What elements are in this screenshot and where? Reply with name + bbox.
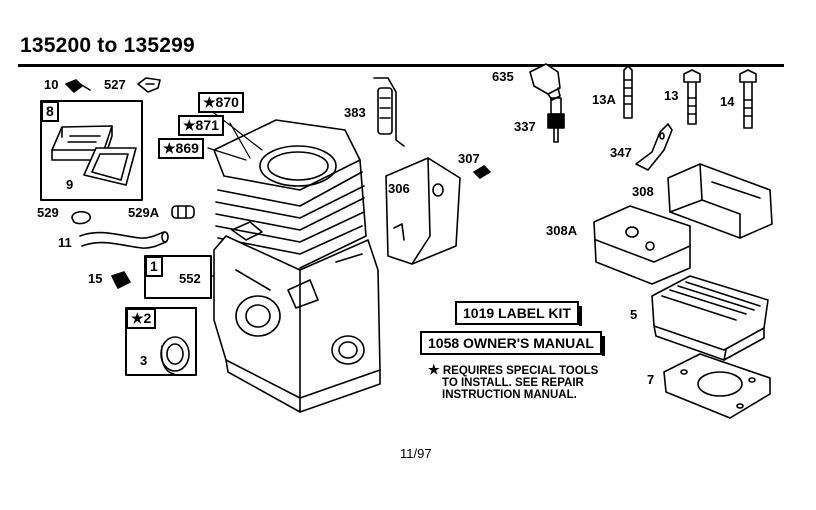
stud-13a-drawing	[623, 65, 633, 119]
page-title: 135200 to 135299	[20, 34, 195, 57]
note-line-1: REQUIRES SPECIAL TOOLS	[442, 365, 599, 377]
part-label-529: 529	[37, 205, 59, 220]
cover-308-drawing	[667, 163, 773, 239]
owners-manual-box: 1058 OWNER'S MANUAL	[420, 331, 605, 357]
part-label-9: 9	[66, 177, 74, 192]
part-label-7: 7	[647, 372, 655, 387]
gasket-9-drawing	[83, 147, 137, 186]
plug-15-drawing	[111, 271, 131, 289]
fitting-529a-drawing	[171, 205, 195, 219]
part-label-306: 306	[388, 181, 410, 196]
coil-383-drawing	[373, 77, 405, 147]
note-line-3: INSTRUCTION MANUAL.	[442, 389, 577, 401]
part-label-383: 383	[344, 105, 366, 120]
part-label-527: 527	[104, 77, 126, 92]
part-label-347: 347	[610, 145, 632, 160]
seal-3-drawing	[160, 336, 190, 375]
part-label-13: 13	[664, 88, 679, 103]
screw-10-drawing	[65, 79, 91, 93]
part-label-14: 14	[720, 94, 735, 109]
spark-plug-337-drawing	[547, 97, 565, 143]
part-label-13a: 13A	[592, 92, 616, 107]
part-label-8: 8	[41, 101, 59, 123]
part-label-308a: 308A	[546, 223, 578, 238]
part-label-5: 5	[630, 307, 638, 322]
plate-308a-drawing	[593, 205, 691, 285]
clip-527-drawing	[137, 77, 161, 93]
part-label-11: 11	[58, 235, 72, 250]
cylinder-block-drawing	[213, 119, 381, 413]
gasket-7-drawing	[663, 353, 771, 419]
part-label-337: 337	[514, 119, 536, 134]
grommet-529-drawing	[71, 210, 91, 225]
bolt-13-drawing	[683, 69, 701, 125]
special-tools-note: ★ REQUIRES SPECIAL TOOLS TO INSTALL. SEE…	[428, 362, 599, 401]
seal-box-frame	[125, 307, 197, 376]
part-label-871: ★871	[178, 115, 224, 137]
page-footer-date: 11/97	[400, 446, 432, 461]
part-label-308: 308	[632, 184, 654, 199]
part-label-552: 552	[179, 271, 201, 286]
part-label-1: 1	[145, 256, 163, 278]
bracket-347-drawing	[635, 123, 673, 171]
part-label-15: 15	[88, 271, 103, 286]
title-rule	[18, 64, 784, 67]
part-label-3: 3	[140, 353, 148, 368]
part-label-870: ★870	[198, 92, 244, 114]
part-label-10: 10	[44, 77, 59, 92]
hose-11-drawing	[79, 231, 169, 249]
label-kit-box: 1019 LABEL KIT	[455, 301, 582, 327]
part-label-307: 307	[458, 151, 480, 166]
head-5-drawing	[651, 275, 769, 361]
screw-307-drawing	[473, 165, 491, 179]
breather-box-frame	[40, 100, 143, 201]
breather-8-drawing	[51, 125, 113, 161]
part-label-635: 635	[492, 69, 514, 84]
bolt-14-drawing	[739, 69, 757, 129]
part-label-529a: 529A	[128, 205, 160, 220]
part-label-2: ★2	[126, 308, 157, 330]
part-label-869: ★869	[158, 138, 204, 160]
note-star: ★	[428, 362, 440, 377]
note-line-2: TO INSTALL. SEE REPAIR	[442, 377, 584, 389]
cap-635-drawing	[529, 63, 561, 101]
shield-306-drawing	[385, 157, 461, 265]
